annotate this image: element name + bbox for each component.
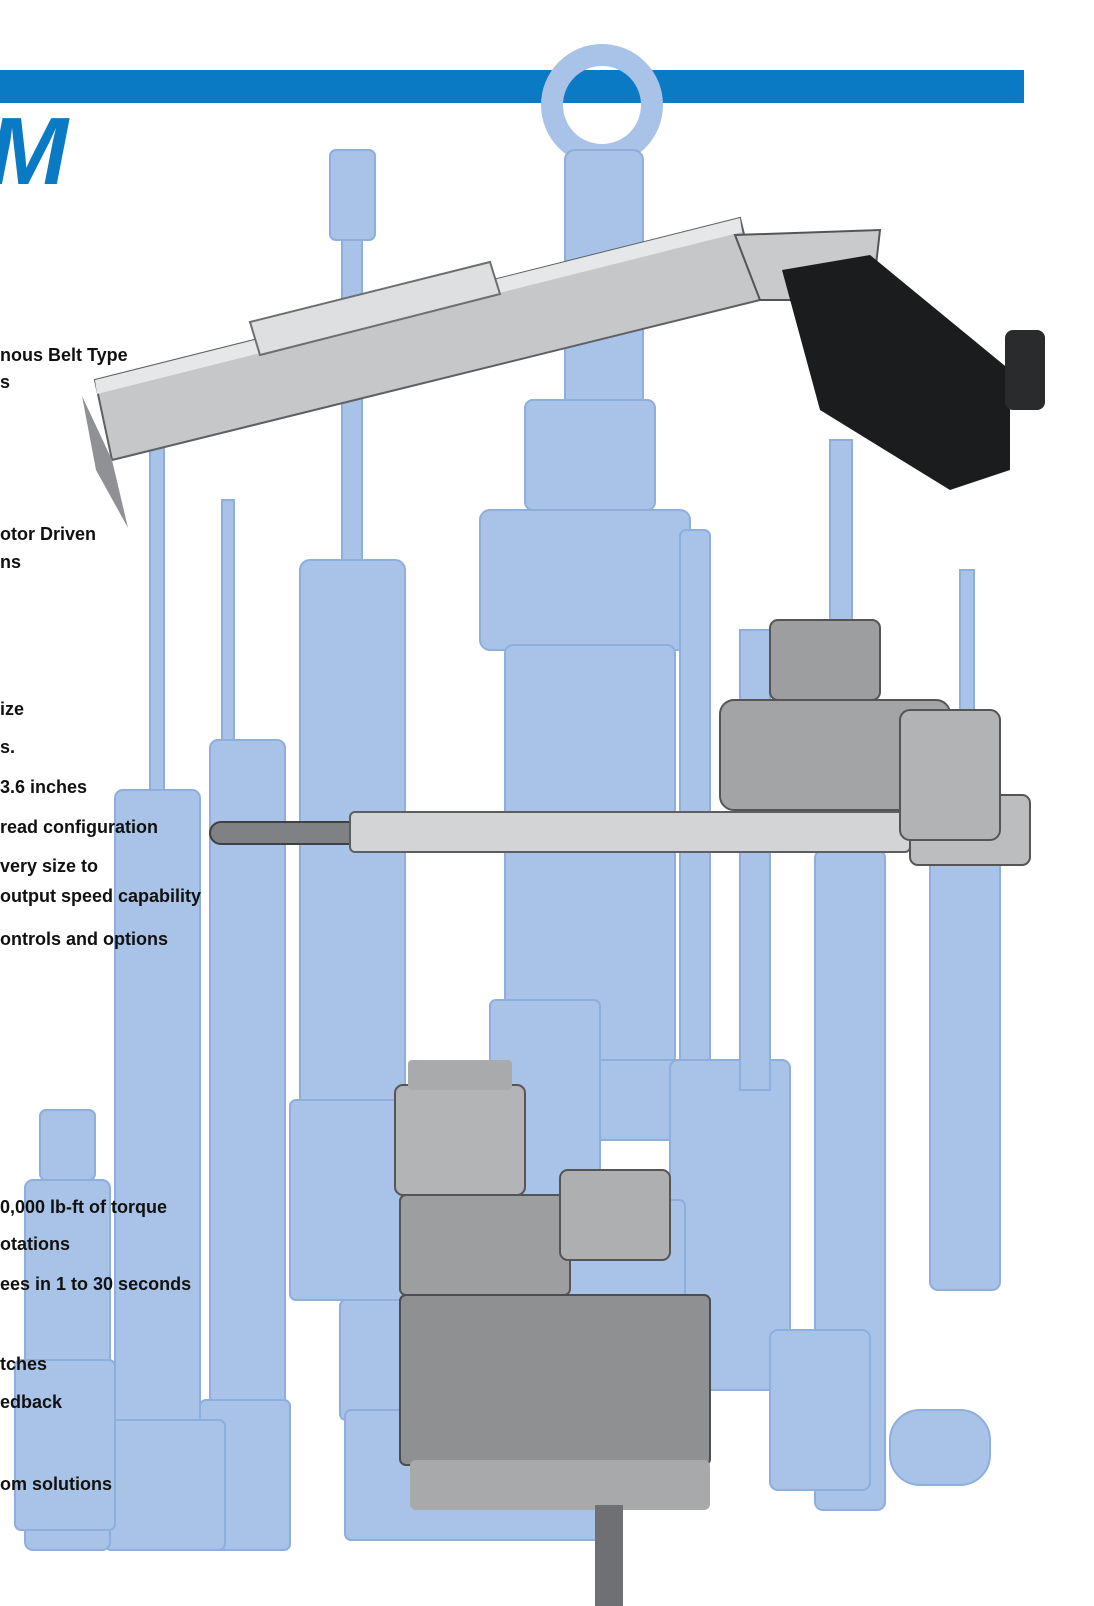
rotary-actuator-image	[394, 1060, 711, 1606]
motor-line-2: ns	[0, 552, 22, 572]
rotary-line-6: om solutions	[0, 1474, 112, 1494]
belt-actuator-image	[82, 216, 1045, 528]
belt-line-2: s	[0, 372, 11, 392]
linear-line-2: s.	[0, 737, 16, 757]
linear-line-4: read configuration	[0, 817, 159, 837]
linear-line-6: output speed capability	[0, 886, 202, 906]
rotary-line-2: otations	[0, 1234, 70, 1254]
brand-logo-fragment: M	[0, 104, 68, 200]
linear-line-3: 3.6 inches	[0, 777, 88, 797]
rotary-line-5: edback	[0, 1392, 63, 1412]
rotary-line-1: 0,000 lb-ft of torque	[0, 1197, 168, 1217]
linear-line-1: ize	[0, 699, 25, 719]
header-accent-bar	[0, 70, 1024, 103]
rotary-line-3: ees in 1 to 30 seconds	[0, 1274, 192, 1294]
linear-line-5: very size to	[0, 856, 99, 876]
ghost-actuators	[14, 44, 1001, 1551]
rotary-line-4: tches	[0, 1354, 48, 1374]
belt-line-1: nous Belt Type	[0, 345, 128, 365]
linear-actuator-image	[209, 619, 1031, 866]
linear-line-7: ontrols and options	[0, 929, 168, 949]
motor-line-1: otor Driven	[0, 524, 97, 544]
